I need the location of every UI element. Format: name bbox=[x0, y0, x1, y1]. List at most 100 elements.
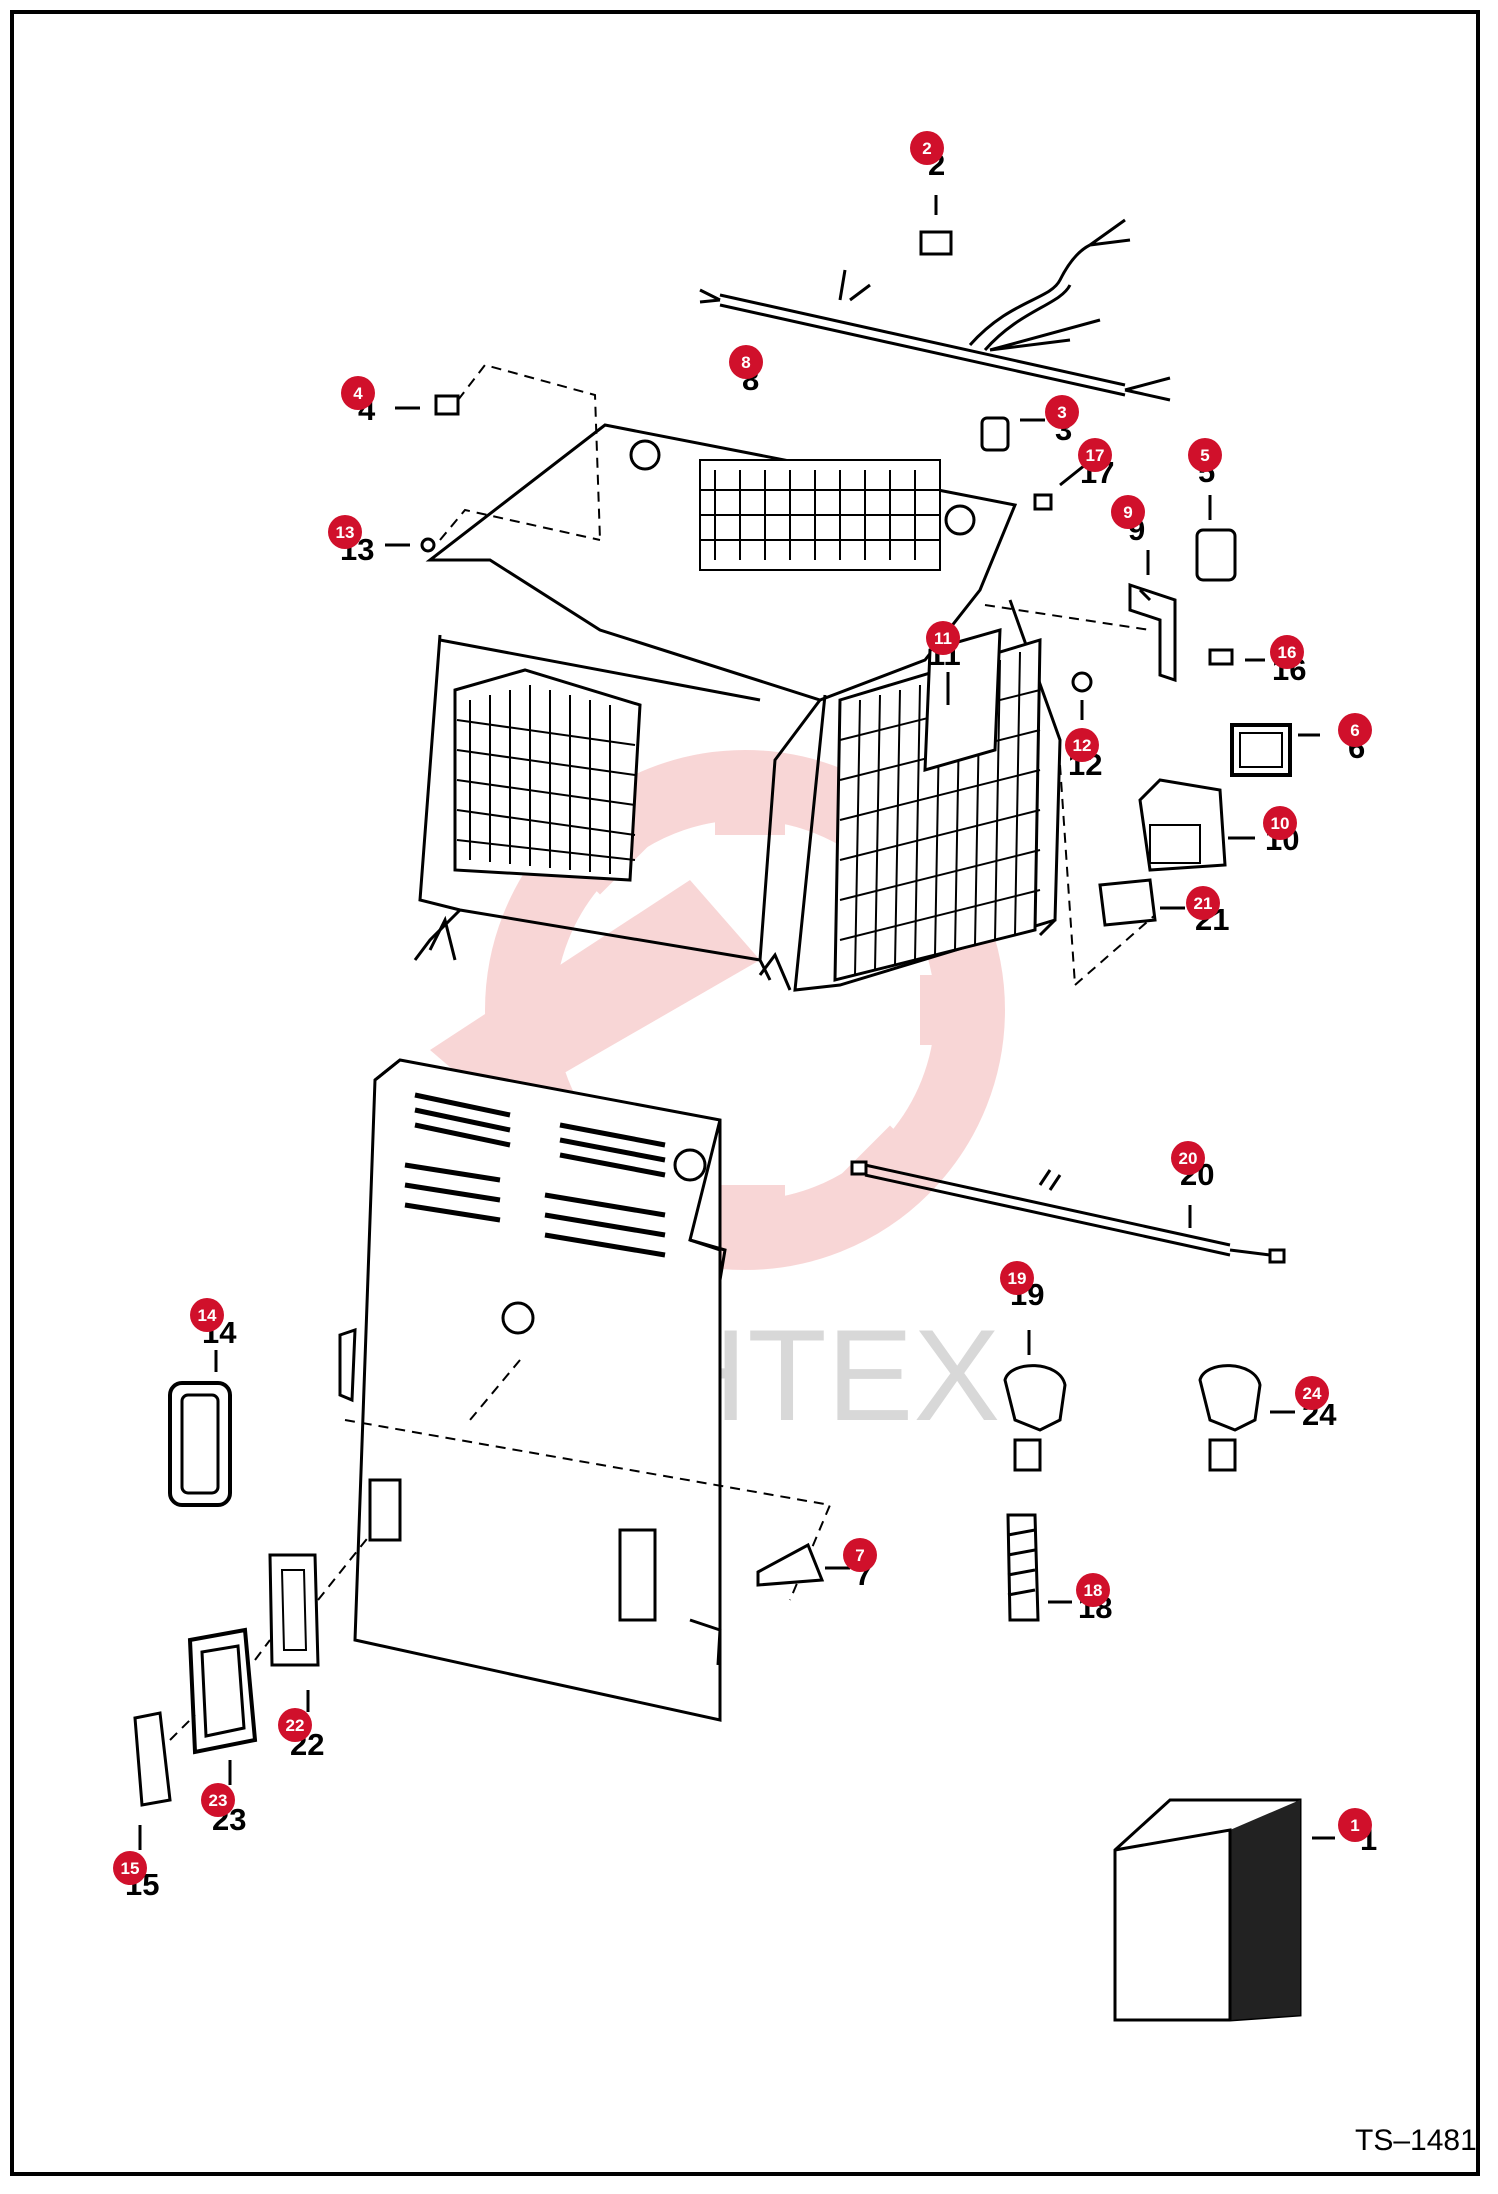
callout-badge-24[interactable] bbox=[1295, 1376, 1329, 1410]
callout-badge-label-18: 18 bbox=[1084, 1581, 1103, 1600]
callout-badge-1[interactable] bbox=[1338, 1808, 1372, 1842]
callout-10: 1010 bbox=[1263, 806, 1299, 857]
callout-badge-label-8: 8 bbox=[741, 353, 750, 372]
callout-badge-label-20: 20 bbox=[1179, 1149, 1198, 1168]
window-part-14 bbox=[168, 1350, 232, 1507]
beacon-light-part-19 bbox=[1003, 1330, 1067, 1472]
drawing-number: TS–1481 bbox=[1355, 2124, 1477, 2157]
callout-badge-14[interactable] bbox=[190, 1298, 224, 1332]
kit-box-part-1 bbox=[1113, 1798, 1335, 2022]
callout-badge-label-11: 11 bbox=[934, 629, 952, 648]
callout-badge-12[interactable] bbox=[1065, 728, 1099, 762]
callout-5: 55 bbox=[1188, 438, 1222, 489]
light-part-5 bbox=[1195, 495, 1237, 582]
nut-part-17 bbox=[1033, 463, 1086, 511]
callout-3: 33 bbox=[1045, 395, 1079, 447]
callout-badge-label-9: 9 bbox=[1123, 503, 1132, 522]
glass-part-15 bbox=[133, 1639, 271, 1850]
callout-badge-2[interactable] bbox=[910, 131, 944, 165]
callout-badge-label-7: 7 bbox=[855, 1546, 864, 1565]
screw-part-12 bbox=[1071, 671, 1093, 720]
drawing-border bbox=[10, 10, 1480, 2176]
callout-badge-23[interactable] bbox=[201, 1783, 235, 1817]
callout-layer: 1122334455667788991010111112121313141415… bbox=[113, 131, 1377, 1902]
callout-badge-label-15: 15 bbox=[121, 1859, 140, 1878]
gasket-part-22 bbox=[268, 1534, 371, 1712]
callout-6: 66 bbox=[1338, 713, 1372, 765]
lens-part-6 bbox=[1230, 723, 1320, 777]
callout-badge-8[interactable] bbox=[729, 345, 763, 379]
callout-badge-6[interactable] bbox=[1338, 713, 1372, 747]
callout-badge-16[interactable] bbox=[1270, 635, 1304, 669]
callout-badge-label-5: 5 bbox=[1200, 446, 1209, 465]
frame-part-23 bbox=[187, 1627, 258, 1785]
callout-badge-21[interactable] bbox=[1186, 886, 1220, 920]
pad-part-7 bbox=[756, 1542, 850, 1587]
callout-11: 1111 bbox=[926, 621, 961, 672]
wire-harness-20 bbox=[850, 1160, 1286, 1264]
callout-badge-label-17: 17 bbox=[1086, 446, 1105, 465]
bracket-part-9 bbox=[984, 550, 1177, 683]
callout-badge-10[interactable] bbox=[1263, 806, 1297, 840]
callout-1: 11 bbox=[1338, 1808, 1377, 1857]
callout-badge-label-22: 22 bbox=[286, 1716, 305, 1735]
callout-badge-13[interactable] bbox=[328, 515, 362, 549]
callout-badge-label-6: 6 bbox=[1350, 721, 1359, 740]
wire-harness-8 bbox=[699, 218, 1171, 402]
callout-badge-label-14: 14 bbox=[198, 1306, 217, 1325]
callout-badge-19[interactable] bbox=[1000, 1261, 1034, 1295]
work-light-part-10 bbox=[1138, 778, 1255, 872]
callout-badge-label-21: 21 bbox=[1194, 894, 1213, 913]
callout-badge-label-16: 16 bbox=[1278, 643, 1297, 662]
callout-badge-label-23: 23 bbox=[209, 1791, 228, 1810]
nut-part-13 bbox=[385, 508, 601, 553]
callout-badge-label-10: 10 bbox=[1271, 814, 1290, 833]
rear-panel bbox=[338, 1058, 832, 1722]
plate-part-21 bbox=[1059, 764, 1185, 986]
callout-badge-label-3: 3 bbox=[1057, 403, 1066, 422]
callout-badge-label-1: 1 bbox=[1350, 1816, 1359, 1835]
bolt-part-16 bbox=[1208, 648, 1265, 666]
callout-7: 77 bbox=[843, 1538, 877, 1592]
callout-badge-label-19: 19 bbox=[1008, 1269, 1027, 1288]
callout-badge-15[interactable] bbox=[113, 1851, 147, 1885]
callout-badge-label-12: 12 bbox=[1073, 736, 1092, 755]
callout-badge-label-13: 13 bbox=[336, 523, 355, 542]
callout-badge-5[interactable] bbox=[1188, 438, 1222, 472]
connector-part-4 bbox=[395, 363, 601, 541]
seal-part-18 bbox=[1006, 1513, 1072, 1622]
callout-9: 99 bbox=[1111, 495, 1145, 547]
callout-badge-9[interactable] bbox=[1111, 495, 1145, 529]
callout-badge-18[interactable] bbox=[1076, 1573, 1110, 1607]
callout-badge-11[interactable] bbox=[926, 621, 960, 655]
plate-part-11 bbox=[923, 627, 1002, 773]
callout-badge-label-4: 4 bbox=[353, 384, 363, 403]
callout-badge-label-2: 2 bbox=[922, 139, 931, 158]
callout-badge-20[interactable] bbox=[1171, 1141, 1205, 1175]
callout-8: 88 bbox=[729, 345, 763, 397]
callout-4: 44 bbox=[341, 376, 376, 427]
callout-badge-22[interactable] bbox=[278, 1708, 312, 1742]
callout-badge-3[interactable] bbox=[1045, 395, 1079, 429]
callout-2: 22 bbox=[910, 131, 945, 182]
callout-badge-4[interactable] bbox=[341, 376, 375, 410]
beacon-light-part-24 bbox=[1198, 1364, 1295, 1472]
relay-part-2 bbox=[919, 195, 953, 256]
callout-badge-17[interactable] bbox=[1078, 438, 1112, 472]
cab-assembly bbox=[413, 423, 1062, 992]
callout-badge-7[interactable] bbox=[843, 1538, 877, 1572]
